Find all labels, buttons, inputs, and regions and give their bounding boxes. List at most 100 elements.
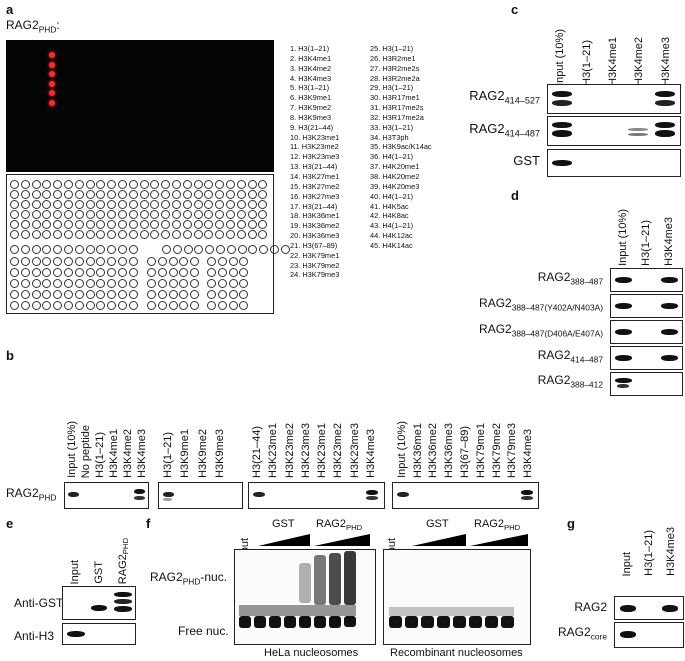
peptide-legend-item: 16. H3K27me3 xyxy=(290,191,340,201)
peptide-legend-item: 23. H3K79me2 xyxy=(290,260,340,270)
array-spot xyxy=(85,268,95,277)
lane-label-text: H3(1–21) xyxy=(643,530,655,576)
array-spot xyxy=(53,220,63,229)
array-spot xyxy=(64,301,73,310)
panel-d-blot-5 xyxy=(610,372,683,396)
lane-label: H3K4me3 xyxy=(136,360,150,478)
array-spot xyxy=(64,257,73,266)
lane-label-text: H3K23me3 xyxy=(348,422,361,478)
lane-label: No peptide xyxy=(80,360,94,478)
peptide-legend-item: 38. H4K20me2 xyxy=(370,171,420,181)
array-spot xyxy=(215,180,225,189)
lane-label: H3K79me1 xyxy=(475,360,489,478)
array-spot xyxy=(172,230,181,239)
array-spot xyxy=(107,230,117,239)
array-spot xyxy=(64,279,73,288)
array-spot xyxy=(64,200,73,209)
row-label-main: RAG2 xyxy=(537,373,571,387)
array-spot xyxy=(118,230,127,239)
lane-label-text: H3K23me2 xyxy=(283,422,296,478)
array-spot xyxy=(128,190,138,199)
array-spot xyxy=(31,268,41,277)
array-spot xyxy=(107,220,117,229)
array-spot xyxy=(31,301,41,310)
lane-label-text: Input xyxy=(621,551,633,576)
array-spot xyxy=(20,268,30,277)
array-spot xyxy=(258,230,268,239)
blot-row-label: RAG2388–487(Y402A/N403A) xyxy=(479,296,603,312)
array-spot xyxy=(248,245,258,254)
array-spot xyxy=(190,290,200,299)
panel-f-rag-label-left: RAG2PHD xyxy=(316,518,363,533)
panel-c-letter: c xyxy=(511,2,519,17)
lane-label-text: Input (10%) xyxy=(395,421,408,478)
lane-label-text: H3(1–21) xyxy=(161,432,174,478)
array-spot xyxy=(258,200,268,209)
array-spot xyxy=(236,230,246,239)
array-spot xyxy=(168,301,178,310)
array-spot xyxy=(96,210,106,219)
array-spot xyxy=(161,190,171,199)
lane-label-text: H3K23me1 xyxy=(267,422,280,478)
panel-g-letter: g xyxy=(567,516,575,531)
array-spot xyxy=(182,220,192,229)
lane-label: H3(1–21) xyxy=(640,198,654,266)
array-spot xyxy=(96,245,106,254)
row-label-main: RAG2 xyxy=(537,270,571,284)
array-spot xyxy=(74,200,84,209)
panel-b-blot-3 xyxy=(248,482,385,509)
array-spot xyxy=(247,210,257,219)
array-spot xyxy=(150,220,160,229)
panel-e-letter: e xyxy=(6,516,14,531)
array-spot xyxy=(42,279,52,288)
array-spot xyxy=(85,301,95,310)
lane-label-text: H3K9me3 xyxy=(214,429,227,478)
array-spot xyxy=(85,245,95,254)
lane-label: H3K23me3 xyxy=(299,360,314,478)
array-spot xyxy=(258,180,268,189)
array-spot xyxy=(161,220,171,229)
array-spot xyxy=(31,190,41,199)
array-spot xyxy=(74,220,84,229)
array-spot xyxy=(107,301,117,310)
peptide-legend-item: 33. H3(1–21) xyxy=(370,122,414,132)
array-spot xyxy=(20,245,30,254)
peptide-legend-item: 44. H4K12ac xyxy=(370,231,413,241)
array-spot xyxy=(74,257,84,266)
array-spot xyxy=(31,200,41,209)
array-spot xyxy=(74,268,84,277)
array-spot xyxy=(118,200,127,209)
lane-label: H3K36me3 xyxy=(443,360,457,478)
array-spot xyxy=(53,301,63,310)
array-spot xyxy=(96,301,106,310)
peptide-legend-item: 25. H3(1–21) xyxy=(370,44,414,53)
array-spot xyxy=(96,190,106,199)
array-spot xyxy=(226,180,235,189)
panel-f-rag-label-right: RAG2PHD xyxy=(474,518,521,533)
array-spot xyxy=(237,245,247,254)
array-spot xyxy=(236,190,246,199)
array-spot xyxy=(207,257,216,266)
array-spot xyxy=(139,200,149,209)
peptide-legend-item: 9. H3(21–44) xyxy=(290,122,334,132)
array-spot xyxy=(162,245,171,254)
array-spot xyxy=(226,230,235,239)
array-spot xyxy=(194,245,204,254)
array-spot xyxy=(172,190,181,199)
blot-row-label: RAG2 xyxy=(574,600,607,614)
array-spot xyxy=(85,290,95,299)
array-spot xyxy=(228,268,238,277)
concentration-wedge-gst-left xyxy=(258,534,310,546)
array-spot xyxy=(205,245,215,254)
panel-f-gst-label-right: GST xyxy=(426,518,449,530)
lane-label-text: H3K23me3 xyxy=(299,422,312,478)
lane-label-text: Input (10%) xyxy=(616,209,629,266)
array-spot xyxy=(207,301,216,310)
lane-label: RAG2PHD xyxy=(117,520,131,584)
array-spot xyxy=(10,210,19,219)
peptide-legend-item: 8. H3K9me3 xyxy=(290,112,332,122)
array-spot xyxy=(217,279,227,288)
blot-row-label: RAG2388–487 xyxy=(538,270,603,286)
